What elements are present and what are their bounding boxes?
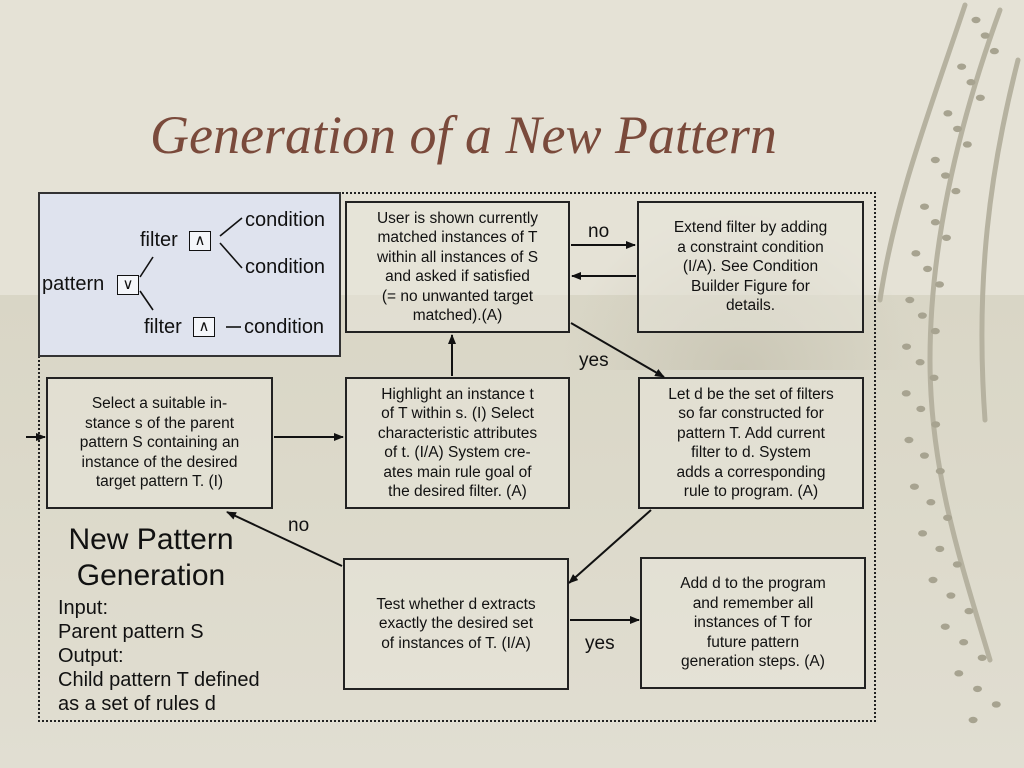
new-pattern-io: Input: Parent pattern S Output: Child pa… xyxy=(58,597,260,715)
arrow-no-to-select xyxy=(226,511,343,567)
new-pattern-title: New Pattern Generation xyxy=(68,523,234,592)
and-gate-icon-lower: ∧ xyxy=(193,317,215,337)
tree-root-pattern: pattern xyxy=(42,273,105,295)
arrow-let-d-to-test xyxy=(568,509,652,584)
or-gate-icon: ∨ xyxy=(117,275,139,295)
tree-condition-3: condition xyxy=(244,316,325,338)
arrow-yes-to-let-d xyxy=(570,322,665,378)
diagram-frame xyxy=(38,192,876,722)
box-select-instance: Select a suitable in-stance s of the par… xyxy=(46,377,273,509)
edge-label-yes-middle: yes xyxy=(579,350,609,371)
and-gate-icon-upper: ∧ xyxy=(189,231,211,251)
slide-title: Generation of a New Pattern xyxy=(150,105,777,165)
tree-filter-upper: filter xyxy=(140,229,178,251)
tree-condition-1: condition xyxy=(245,209,326,231)
edge-label-yes-bottom: yes xyxy=(585,633,615,654)
tree-condition-2: condition xyxy=(245,256,326,278)
edge-label-no-top: no xyxy=(588,221,610,242)
edge-label-no-bottom: no xyxy=(288,515,310,536)
filter-tree-panel xyxy=(38,192,341,357)
tree-filter-lower: filter xyxy=(144,316,182,338)
